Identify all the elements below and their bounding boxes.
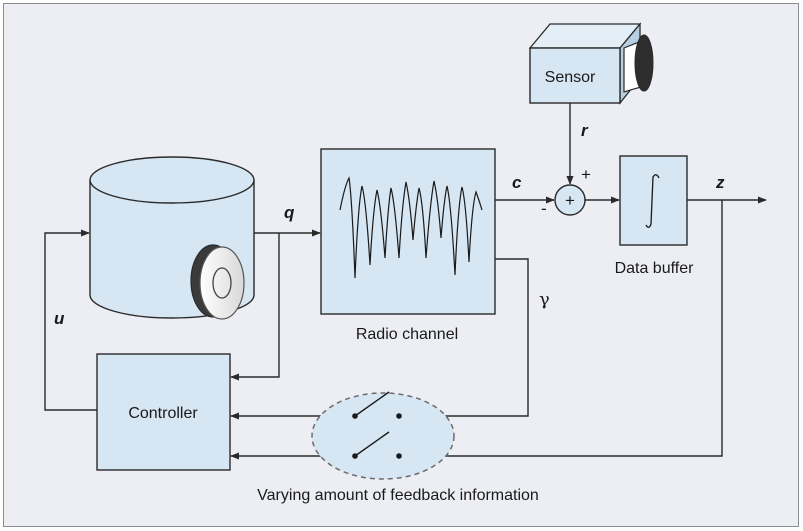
integral-symbol: [645, 174, 660, 228]
robot-cylinder: [89, 156, 255, 320]
signal-gamma-label: γ: [539, 289, 550, 310]
sensor-label: Sensor: [545, 69, 596, 86]
signal-z-label: z: [715, 173, 725, 192]
signal-wires: [44, 103, 767, 460]
signal-c-label: c: [512, 173, 522, 192]
summing-plus-input: +: [581, 165, 591, 184]
summing-minus-input: -: [541, 199, 547, 218]
robot-wheel: [190, 244, 245, 320]
data-buffer-label: Data buffer: [615, 260, 695, 277]
sensor-block: Sensor: [528, 22, 654, 105]
signal-r-label: r: [581, 121, 589, 140]
fading-waveform: [339, 176, 483, 279]
controller-block: Controller: [96, 353, 231, 471]
feedback-caption: Varying amount of feedback information: [257, 487, 539, 504]
controller-label: Controller: [128, 405, 198, 422]
radio-channel-block: Radio channel: [320, 148, 496, 343]
radio-channel-label: Radio channel: [356, 326, 458, 343]
summing-plus-symbol: +: [565, 191, 575, 210]
signal-q-label: q: [284, 203, 295, 222]
summing-junction: +: [554, 184, 586, 216]
data-buffer-block: Data buffer: [615, 155, 695, 277]
signal-u-label: u: [54, 309, 65, 328]
feedback-switches: [311, 391, 455, 480]
